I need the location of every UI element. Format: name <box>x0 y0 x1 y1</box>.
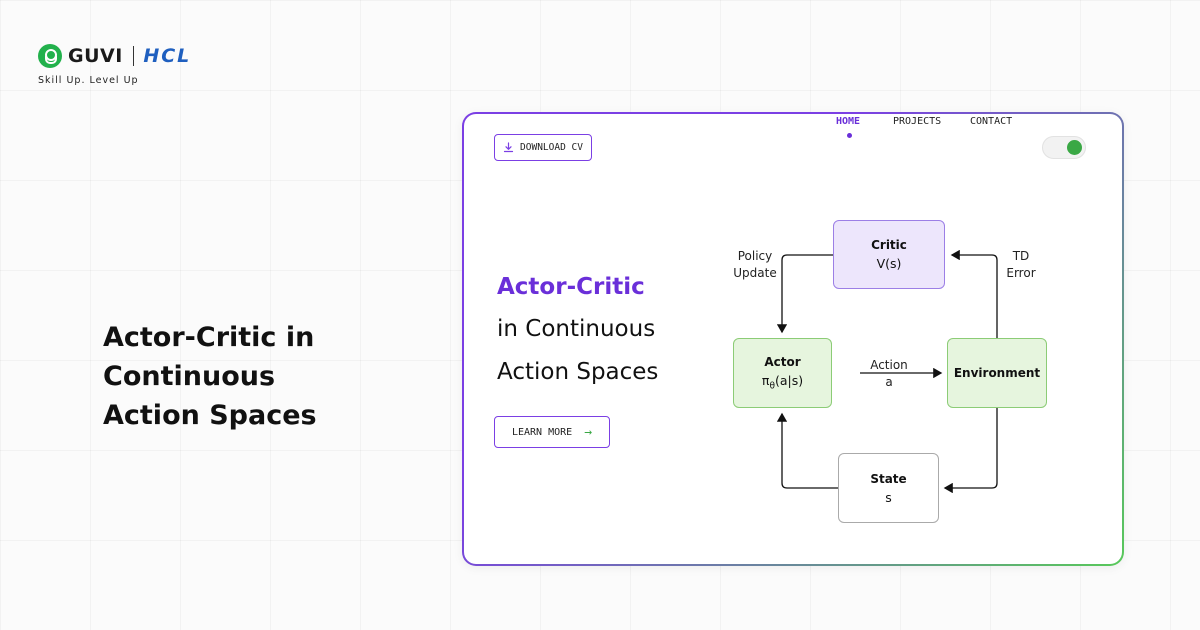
page-title-line-2: Continuous <box>103 361 276 392</box>
nav-projects[interactable]: PROJECTS <box>893 116 942 127</box>
download-icon <box>503 142 514 153</box>
page-title-line-3: Action Spaces <box>103 400 317 431</box>
state-node: State s <box>838 453 939 523</box>
action-line-2: a <box>885 375 893 389</box>
td-error-line-2: Error <box>1006 266 1036 280</box>
nav-home[interactable]: HOME <box>836 116 861 138</box>
learn-more-button[interactable]: LEARN MORE → <box>494 416 610 448</box>
hero-line-1: in Continuous <box>497 316 656 342</box>
theme-toggle[interactable] <box>1042 136 1086 159</box>
arrow-right-icon: → <box>584 424 593 440</box>
td-error-label: TD Error <box>1003 248 1039 282</box>
page-title: Actor-Critic in Continuous Action Spaces <box>103 318 433 435</box>
critic-title: Critic <box>871 238 907 252</box>
action-label: Action a <box>865 357 913 391</box>
state-title: State <box>870 471 907 486</box>
arrow-state-to-actor <box>776 412 838 489</box>
brand-divider <box>132 46 135 66</box>
actor-title: Actor <box>764 354 801 369</box>
policy-update-label: Policy Update <box>728 248 782 282</box>
brand-header: GUVI HCL Skill Up. Level Up <box>38 42 298 88</box>
hero-heading: Actor-Critic in Continuous Action Spaces <box>497 266 717 394</box>
arrow-env-to-state <box>943 408 998 494</box>
download-cv-label: DOWNLOAD CV <box>520 142 583 153</box>
toggle-knob <box>1067 140 1082 155</box>
mock-website-card: DOWNLOAD CV HOME PROJECTS CONTACT Actor-… <box>462 112 1124 566</box>
actor-node: Actor πθ(a|s) <box>733 338 832 408</box>
brand-tagline: Skill Up. Level Up <box>38 75 139 86</box>
action-line-1: Action <box>870 358 908 372</box>
hcl-wordmark: HCL <box>143 45 192 67</box>
environment-node: Environment <box>947 338 1047 408</box>
brand-row: GUVI HCL <box>38 42 298 70</box>
td-error-line-1: TD <box>1012 249 1030 263</box>
guvi-logo-icon <box>38 44 62 68</box>
page-title-line-1: Actor-Critic in <box>103 322 315 353</box>
learn-more-label: LEARN MORE <box>511 426 573 438</box>
state-sub: s <box>885 489 892 505</box>
policy-update-line-2: Update <box>733 266 777 280</box>
arrow-critic-to-actor <box>776 254 833 334</box>
critic-sub: V(s) <box>876 256 902 271</box>
mock-website-content: DOWNLOAD CV HOME PROJECTS CONTACT Actor-… <box>466 116 1120 562</box>
nav-contact[interactable]: CONTACT <box>970 116 1013 127</box>
hero-accent-text: Actor-Critic <box>497 274 645 300</box>
environment-title: Environment <box>953 366 1041 380</box>
actor-sub: πθ(a|s) <box>761 372 804 392</box>
guvi-wordmark: GUVI <box>68 45 123 67</box>
critic-node: Critic V(s) <box>833 220 945 289</box>
policy-update-line-1: Policy <box>737 249 773 263</box>
hero-line-2: Action Spaces <box>497 359 659 385</box>
arrow-env-to-critic <box>950 249 998 338</box>
download-cv-button[interactable]: DOWNLOAD CV <box>494 134 592 161</box>
